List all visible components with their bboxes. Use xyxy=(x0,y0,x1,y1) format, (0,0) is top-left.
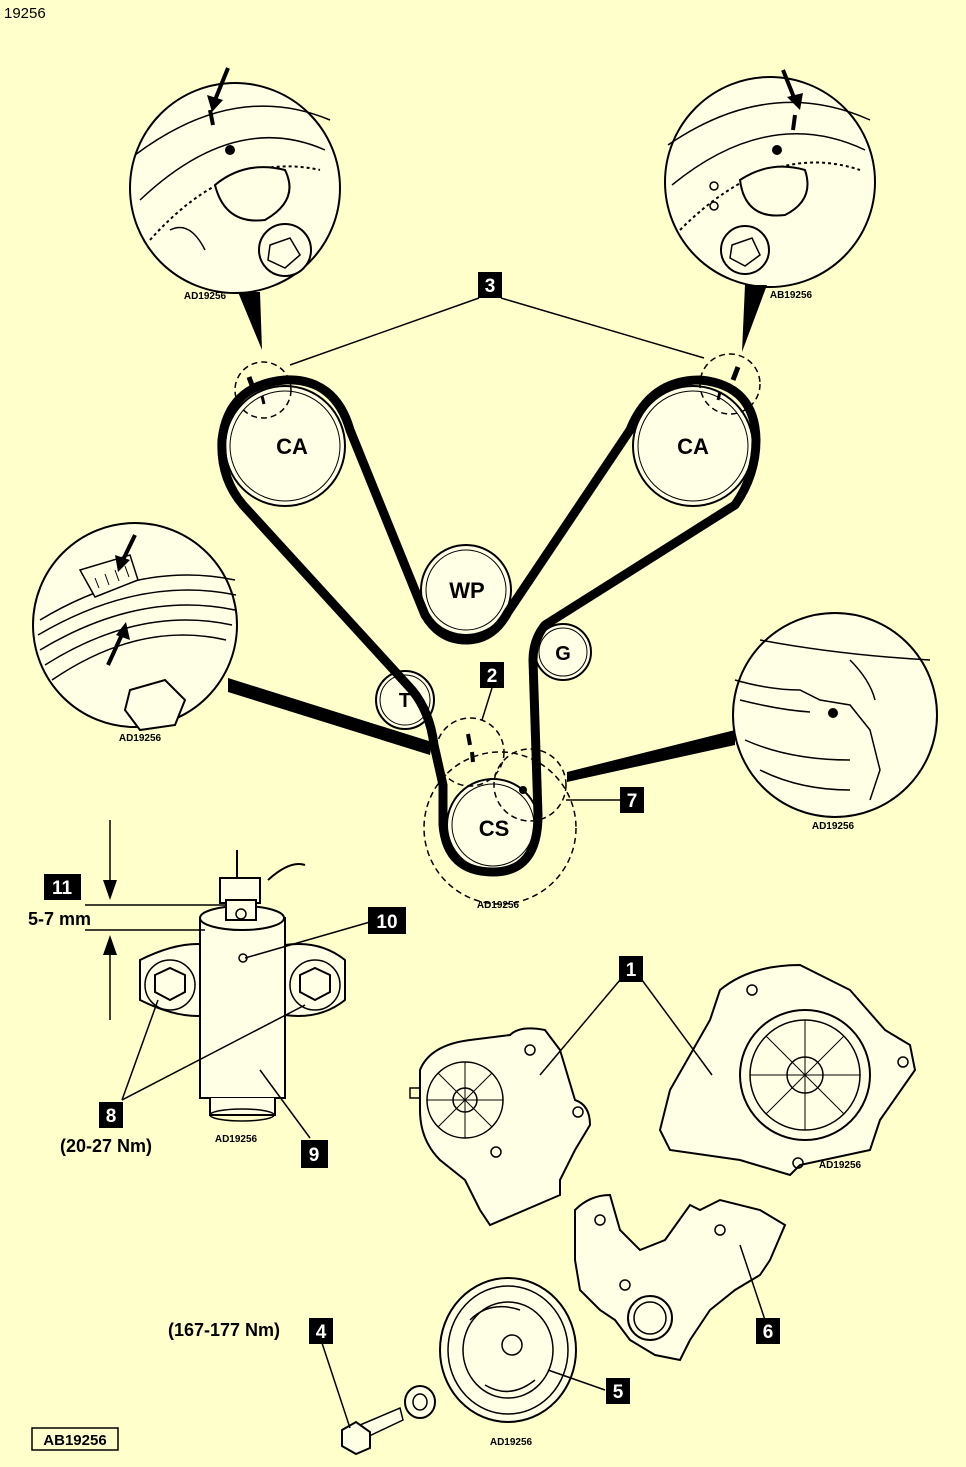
callout-2-text: 2 xyxy=(487,666,498,687)
callout-7: 7 xyxy=(620,787,644,813)
damper-ref: AD19256 xyxy=(490,1437,533,1448)
callout-11-text: 11 xyxy=(52,878,73,899)
water-pump-pulley xyxy=(420,544,512,636)
footer-code-text: AB19256 xyxy=(43,1432,106,1449)
callout-4-text: 4 xyxy=(316,1322,327,1343)
callout-8-text: 8 xyxy=(106,1106,117,1127)
callout-6-text: 6 xyxy=(763,1322,774,1343)
ca-right-label: CA xyxy=(677,434,709,459)
damper-detail-ref: AD19256 xyxy=(119,733,162,744)
crank-detail: AD19256 xyxy=(567,612,938,832)
callout-4: 4 xyxy=(309,1318,333,1344)
callout-8: 8 xyxy=(99,1102,123,1128)
g-label: G xyxy=(555,643,571,665)
tensioner-assembly: AD19256 5-7 mm (20-27 Nm) xyxy=(28,820,371,1156)
tensioner-pulley xyxy=(375,670,435,730)
callout-1: 1 xyxy=(619,956,643,982)
damper-detail: AD19256 xyxy=(32,522,432,755)
cs-label: CS xyxy=(479,816,510,841)
callout-10-text: 10 xyxy=(376,912,397,933)
callout-2: 2 xyxy=(480,662,504,688)
timing-covers: AD19256 xyxy=(409,963,917,1227)
ca-left-label: CA xyxy=(276,434,308,459)
t-label: T xyxy=(399,690,411,712)
tensioner-torque: (20-27 Nm) xyxy=(60,1136,152,1156)
cam-right-detail: AB19256 xyxy=(664,69,876,352)
main-ref: AD19256 xyxy=(477,900,520,911)
callout-3: 3 xyxy=(478,272,502,298)
callout-9-text: 9 xyxy=(309,1145,320,1166)
callout-9: 9 xyxy=(301,1140,328,1168)
dimension-text: 5-7 mm xyxy=(28,909,91,929)
cam-left-detail: AD19256 xyxy=(129,67,341,350)
footer-code: AB19256 xyxy=(31,1427,119,1451)
back-plate xyxy=(574,1193,787,1362)
callout-7-text: 7 xyxy=(627,791,638,812)
crank-detail-ref: AD19256 xyxy=(812,821,855,832)
crank-damper-assembly: AD19256 (167-177 Nm) xyxy=(168,1277,606,1456)
callout-10: 10 xyxy=(368,907,406,934)
callout-5: 5 xyxy=(606,1378,630,1404)
tensioner-ref: AD19256 xyxy=(215,1134,258,1145)
covers-ref: AD19256 xyxy=(819,1160,862,1171)
callout-6: 6 xyxy=(756,1318,780,1344)
figure-id: 19256 xyxy=(4,5,46,22)
callout-1-text: 1 xyxy=(626,960,637,981)
crank-bolt-torque: (167-177 Nm) xyxy=(168,1320,280,1340)
wp-label: WP xyxy=(449,578,484,603)
main-belt-layout: CA CA WP G T CS AD19256 xyxy=(217,297,761,911)
callout-11: 11 xyxy=(44,874,81,900)
cam-right-ref: AB19256 xyxy=(770,290,813,301)
cam-left-ref: AD19256 xyxy=(184,291,227,302)
callout-5-text: 5 xyxy=(613,1382,624,1403)
callout-3-text: 3 xyxy=(485,276,496,297)
timing-belt xyxy=(217,375,761,877)
